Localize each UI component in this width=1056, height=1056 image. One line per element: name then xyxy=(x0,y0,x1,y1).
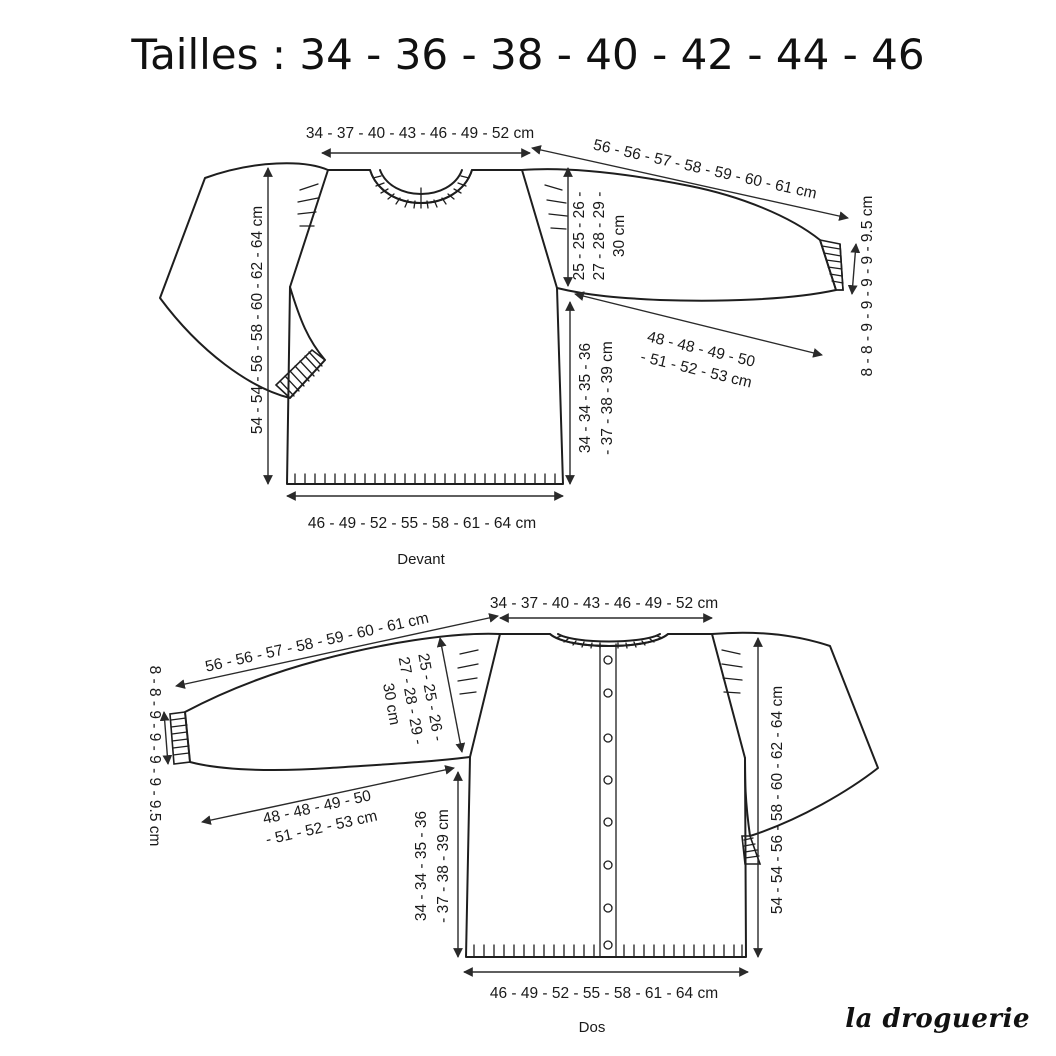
front-measure-lines xyxy=(263,145,861,501)
back-shoulder-label: 34 - 37 - 40 - 43 - 46 - 49 - 52 cm xyxy=(490,595,718,612)
svg-text:30 cm: 30 cm xyxy=(379,682,403,727)
back-right-sleeve-gathers xyxy=(721,649,743,694)
svg-text:- 37 - 38 - 39 cm: - 37 - 38 - 39 cm xyxy=(435,809,452,923)
back-armhole-arrow xyxy=(436,637,466,753)
front-left-sleeve xyxy=(159,162,329,399)
front-underarm-arrow xyxy=(574,291,823,358)
front-right-sleeve-gathers xyxy=(544,184,568,230)
front-cuff-label: 8 - 8 - 9 - 9 - 9 - 9 - 9.5 cm xyxy=(859,196,876,377)
back-caption: Dos xyxy=(579,1019,606,1036)
back-measure-lines xyxy=(159,613,763,977)
front-bottom-label: 46 - 49 - 52 - 55 - 58 - 61 - 64 cm xyxy=(308,515,536,532)
back-cuff-arrow xyxy=(159,711,173,765)
front-total-length-label: 54 - 54 - 56 - 58 - 60 - 62 - 64 cm xyxy=(249,206,266,434)
button xyxy=(603,688,613,698)
back-bottom-label: 46 - 49 - 52 - 55 - 58 - 61 - 64 cm xyxy=(490,985,718,1002)
back-sleeve-top-arrow xyxy=(175,613,499,689)
back-hem-ribbing xyxy=(473,944,743,958)
button xyxy=(603,860,613,870)
back-left-cuff xyxy=(169,711,191,765)
front-shoulder-label: 34 - 37 - 40 - 43 - 46 - 49 - 52 cm xyxy=(306,125,534,142)
front-caption: Devant xyxy=(397,551,445,568)
front-underarm-label: 48 - 48 - 49 - 50 - 51 - 52 - 53 cm xyxy=(639,328,757,391)
front-left-sleeve-gathers xyxy=(297,183,319,227)
front-side-label: 34 - 34 - 35 - 36 - 37 - 38 - 39 cm xyxy=(577,341,616,455)
back-side-label: 34 - 34 - 35 - 36 - 37 - 38 - 39 cm xyxy=(413,809,452,923)
back-neckband xyxy=(549,633,669,647)
button xyxy=(603,733,613,743)
back-armhole-label: 25 - 25 - 26 - 27 - 28 - 29 - 30 cm xyxy=(379,652,447,746)
button xyxy=(603,655,613,665)
svg-text:34 - 34 - 35 - 36: 34 - 34 - 35 - 36 xyxy=(577,343,594,453)
back-cuff-label: 8 - 8 - 9 - 9 - 9 - 9 - 9.5 cm xyxy=(146,666,163,847)
front-right-cuff-ribbing xyxy=(821,245,844,284)
front-sleeve-top-arrow xyxy=(531,145,849,221)
svg-text:27 - 28 - 29 -: 27 - 28 - 29 - xyxy=(591,192,608,281)
button xyxy=(603,903,613,913)
front-left-cuff-ribbing xyxy=(279,351,323,397)
button xyxy=(603,940,613,950)
button xyxy=(603,775,613,785)
front-cuff-arrow xyxy=(847,243,861,295)
svg-text:34 - 34 - 35 - 36: 34 - 34 - 35 - 36 xyxy=(413,811,430,921)
front-hem-ribbing xyxy=(294,473,556,485)
svg-text:30 cm: 30 cm xyxy=(611,215,628,257)
page-title: Tailles : 34 - 36 - 38 - 40 - 42 - 44 - … xyxy=(131,30,925,79)
back-left-cuff-ribbing xyxy=(170,717,190,756)
front-armhole-label: 25 - 25 - 26 - 27 - 28 - 29 - 30 cm xyxy=(571,192,628,281)
back-garment xyxy=(169,631,879,958)
front-sleeve-top-label: 56 - 56 - 57 - 58 - 59 - 60 - 61 cm xyxy=(592,137,819,203)
back-right-sleeve xyxy=(711,631,879,837)
back-right-cuff-ribbing xyxy=(743,837,760,859)
back-total-length-label: 54 - 54 - 56 - 58 - 60 - 62 - 64 cm xyxy=(769,686,786,914)
front-neckband-ribbing xyxy=(372,175,470,209)
front-left-cuff xyxy=(274,348,327,400)
back-buttons xyxy=(603,655,613,950)
back-underarm-arrow xyxy=(201,765,455,825)
svg-text:25 - 25 - 26 -: 25 - 25 - 26 - xyxy=(571,192,588,281)
front-body-outline xyxy=(286,169,564,485)
brand-logo: la droguerie xyxy=(845,1004,1030,1034)
svg-text:- 37 - 38 - 39 cm: - 37 - 38 - 39 cm xyxy=(599,341,616,455)
button xyxy=(603,817,613,827)
back-left-sleeve-gathers xyxy=(457,649,479,695)
